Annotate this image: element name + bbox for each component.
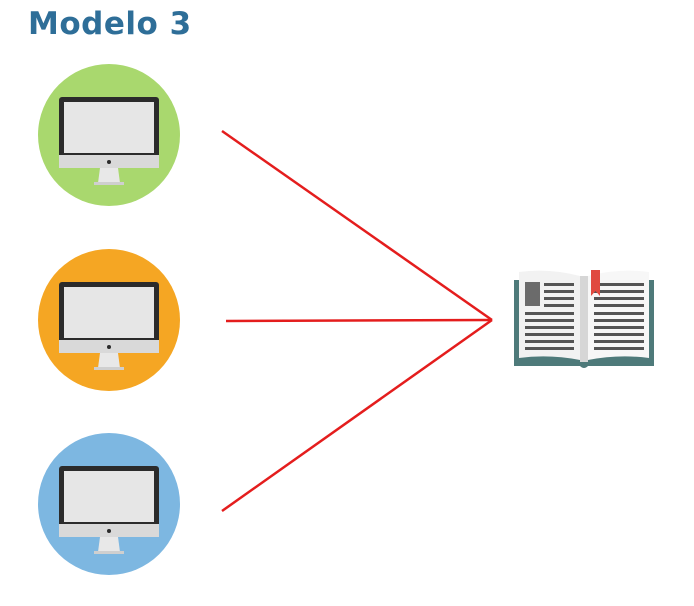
desktop-monitor-icon bbox=[59, 97, 159, 185]
desktop-monitor-icon bbox=[59, 466, 159, 554]
computer-node-blue bbox=[38, 433, 180, 575]
computer-node-orange bbox=[38, 249, 180, 391]
connector-line-middle bbox=[225, 318, 493, 323]
connectors bbox=[221, 129, 493, 513]
diagram-title: Modelo 3 bbox=[28, 6, 192, 42]
connector-line-top bbox=[221, 129, 493, 322]
computer-node-green bbox=[38, 64, 180, 206]
bookmark-icon bbox=[591, 270, 600, 296]
connector-line-bottom bbox=[221, 318, 493, 513]
desktop-monitor-icon bbox=[59, 282, 159, 370]
open-book-icon bbox=[514, 270, 654, 368]
